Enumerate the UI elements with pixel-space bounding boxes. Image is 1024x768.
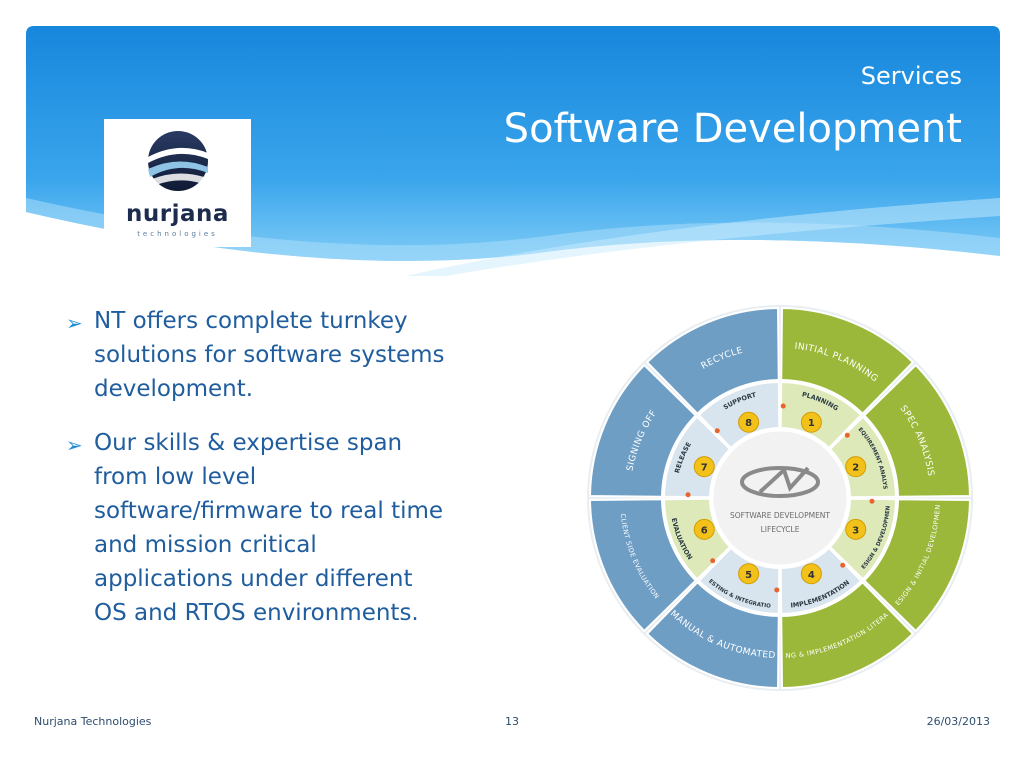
page-title: Software Development	[504, 106, 962, 152]
flow-arrow-icon	[774, 587, 779, 592]
bullet-text-line: software/firmware to real time	[94, 494, 506, 528]
flow-arrow-icon	[715, 428, 720, 433]
step-number: 7	[701, 463, 708, 474]
step-number: 8	[745, 418, 752, 429]
bullet-list: ➢ NT offers complete turnkey solutions f…	[66, 304, 506, 650]
bullet-text-line: from low level	[94, 460, 506, 494]
company-logo: nurjana technologies	[104, 119, 251, 247]
flow-arrow-icon	[710, 558, 715, 563]
step-number: 6	[701, 525, 708, 536]
bullet-text-line: applications under different	[94, 562, 506, 596]
footer-date: 26/03/2013	[927, 715, 990, 728]
logo-tagline: technologies	[104, 230, 251, 238]
logo-globe-icon	[104, 119, 251, 199]
step-number: 4	[808, 570, 815, 581]
logo-wordmark: nurjana	[104, 201, 251, 227]
bullet-text-line: OS and RTOS environments.	[94, 596, 506, 630]
flow-arrow-icon	[686, 492, 691, 497]
center-label: LIFECYCLE	[761, 525, 800, 534]
bullet-text-line: development.	[94, 372, 506, 406]
flow-arrow-icon	[845, 433, 850, 438]
bullet-text-line: Our skills & expertise span	[94, 426, 506, 460]
bullet-text-line: solutions for software systems	[94, 338, 506, 372]
arrow-bullet-icon: ➢	[66, 428, 83, 462]
footer-page-number: 13	[505, 715, 519, 728]
bullet-text-line: and mission critical	[94, 528, 506, 562]
arrow-bullet-icon: ➢	[66, 306, 83, 340]
center-label: SOFTWARE DEVELOPMENT	[730, 511, 830, 520]
footer-company: Nurjana Technologies	[34, 715, 151, 728]
step-number: 3	[852, 525, 859, 536]
step-number: 2	[852, 463, 859, 474]
bullet-item: ➢ Our skills & expertise span from low l…	[66, 426, 506, 630]
bullet-item: ➢ NT offers complete turnkey solutions f…	[66, 304, 506, 406]
step-number: 5	[745, 570, 752, 581]
step-number: 1	[808, 418, 815, 429]
section-title: Services	[861, 62, 962, 90]
flow-arrow-icon	[840, 563, 845, 568]
flow-arrow-icon	[781, 404, 786, 409]
flow-arrow-icon	[869, 499, 874, 504]
bullet-text-line: NT offers complete turnkey	[94, 304, 506, 338]
